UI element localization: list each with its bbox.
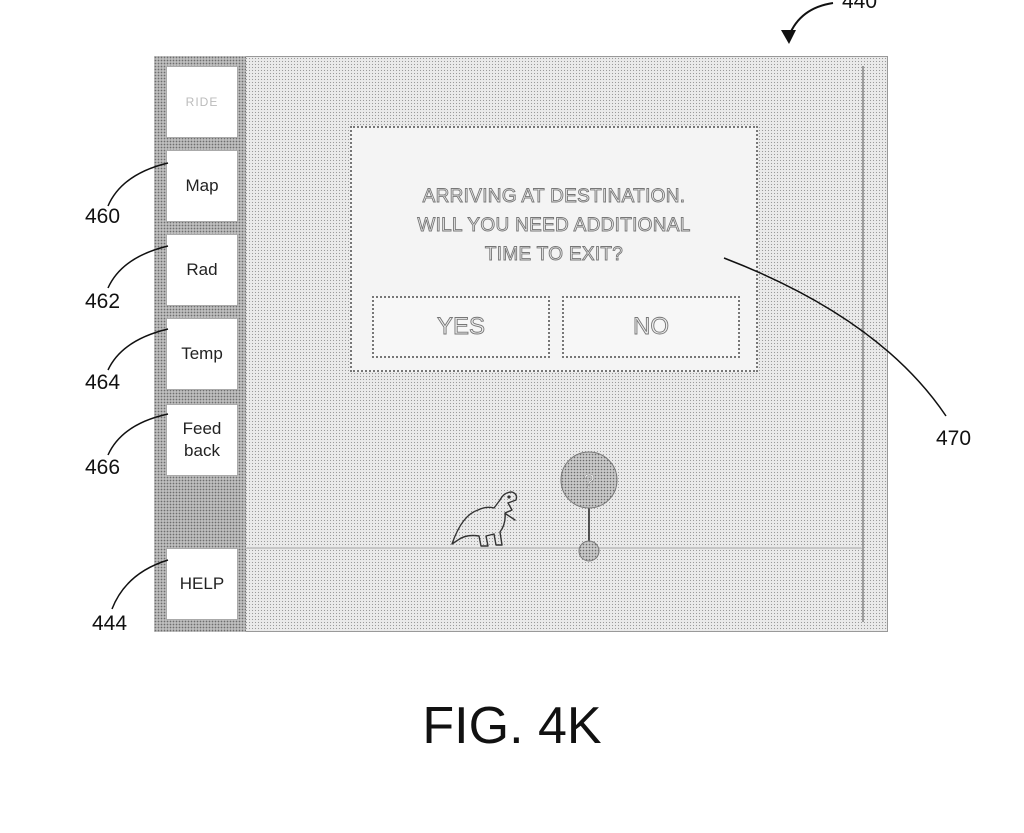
- leader-line-466: [107, 413, 169, 456]
- dinosaur-icon: [451, 491, 518, 547]
- yes-button-label: YES: [436, 313, 486, 341]
- sidebar-item-temp[interactable]: Temp: [166, 318, 238, 390]
- sidebar-item-rad[interactable]: Rad: [166, 234, 238, 306]
- ref-464: 464: [85, 371, 121, 394]
- arrival-dialog: ARRIVING AT DESTINATION. WILL YOU NEED A…: [350, 126, 758, 372]
- sidebar-item-map[interactable]: Map: [166, 150, 238, 222]
- help-button-label: HELP: [179, 574, 225, 593]
- screen-right-edge: [862, 66, 864, 622]
- dialog-message-line1: ARRIVING AT DESTINATION.: [422, 186, 686, 208]
- dialog-message-line3: TIME TO EXIT?: [484, 244, 624, 266]
- ref-444: 444: [92, 612, 128, 635]
- leader-line-464: [107, 328, 169, 371]
- leader-line-444: [111, 559, 169, 610]
- sidebar-item-ride[interactable]: RIDE: [166, 66, 238, 138]
- map-ground-line: [246, 547, 862, 549]
- dialog-message-line2: WILL YOU NEED ADDITIONAL: [417, 215, 691, 237]
- ref-440: 440: [842, 0, 878, 13]
- dialog-message: ARRIVING AT DESTINATION. WILL YOU NEED A…: [352, 182, 756, 269]
- sidebar-item-label-line1: Feed: [182, 419, 222, 438]
- help-button[interactable]: HELP: [166, 548, 238, 620]
- leader-line-460: [107, 162, 169, 207]
- sidebar-item-label-line2: back: [184, 441, 220, 460]
- no-button[interactable]: NO: [562, 296, 740, 358]
- sidebar-item-label: Rad: [186, 260, 218, 279]
- svg-text:?: ?: [583, 471, 594, 493]
- yes-button[interactable]: YES: [372, 296, 550, 358]
- ref-460: 460: [85, 205, 121, 228]
- figure-title: FIG. 4K: [422, 697, 602, 755]
- sidebar-item-label: RIDE: [185, 95, 219, 109]
- location-pin-icon: ?: [560, 451, 618, 562]
- reference-arrow-icon: [781, 2, 834, 44]
- ref-470: 470: [936, 427, 972, 450]
- sidebar-item-label: Temp: [181, 344, 223, 363]
- ref-466: 466: [85, 456, 121, 479]
- sidebar-item-feedback[interactable]: Feed back: [166, 404, 238, 476]
- ref-462: 462: [85, 290, 121, 313]
- no-button-label: NO: [633, 313, 670, 341]
- leader-line-462: [107, 245, 169, 289]
- sidebar-item-label: Map: [185, 176, 219, 195]
- leader-line-470: [723, 257, 947, 417]
